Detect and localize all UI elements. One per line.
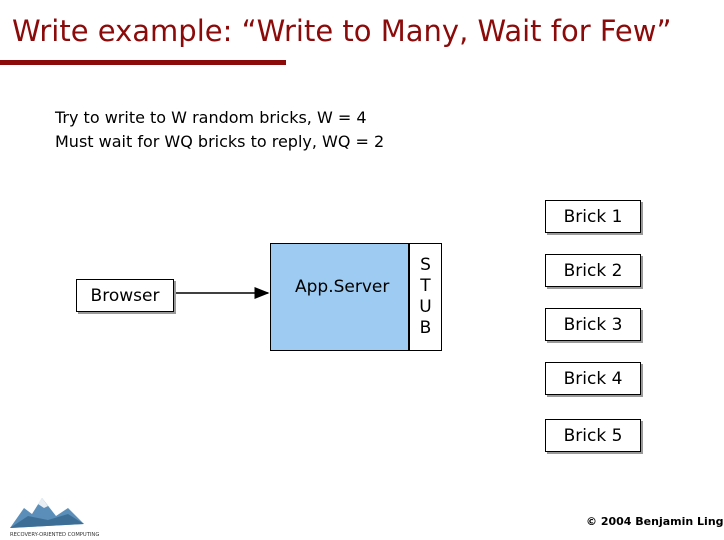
brick-1-box: Brick 1: [545, 200, 641, 233]
stub-box: S T U B: [409, 243, 442, 351]
svg-text:RECOVERY-ORIENTED COMPUTING: RECOVERY-ORIENTED COMPUTING: [10, 532, 99, 538]
body-text: Try to write to W random bricks, W = 4 M…: [55, 106, 384, 154]
body-line-wq: Must wait for WQ bricks to reply, WQ = 2: [55, 132, 385, 151]
stub-letter: U: [419, 297, 432, 317]
brick-5-box: Brick 5: [545, 419, 641, 452]
browser-box: Browser: [76, 279, 174, 312]
appserver-label: App.Server: [295, 277, 390, 297]
brick-3-box: Brick 3: [545, 308, 641, 341]
stub-letter: T: [420, 276, 431, 296]
body-line-w: Try to write to W random bricks, W = 4: [55, 108, 367, 127]
stub-letter: B: [419, 318, 432, 338]
slide-title: Write example: “Write to Many, Wait for …: [12, 14, 672, 48]
stub-letter: S: [420, 255, 431, 275]
title-underline: [0, 60, 286, 65]
copyright-notice: © 2004 Benjamin Ling: [586, 515, 724, 528]
roc-mountain-logo: RECOVERY-ORIENTED COMPUTING: [10, 498, 99, 538]
appserver-box: App.Server: [270, 243, 409, 351]
brick-2-box: Brick 2: [545, 254, 641, 287]
brick-4-box: Brick 4: [545, 362, 641, 395]
